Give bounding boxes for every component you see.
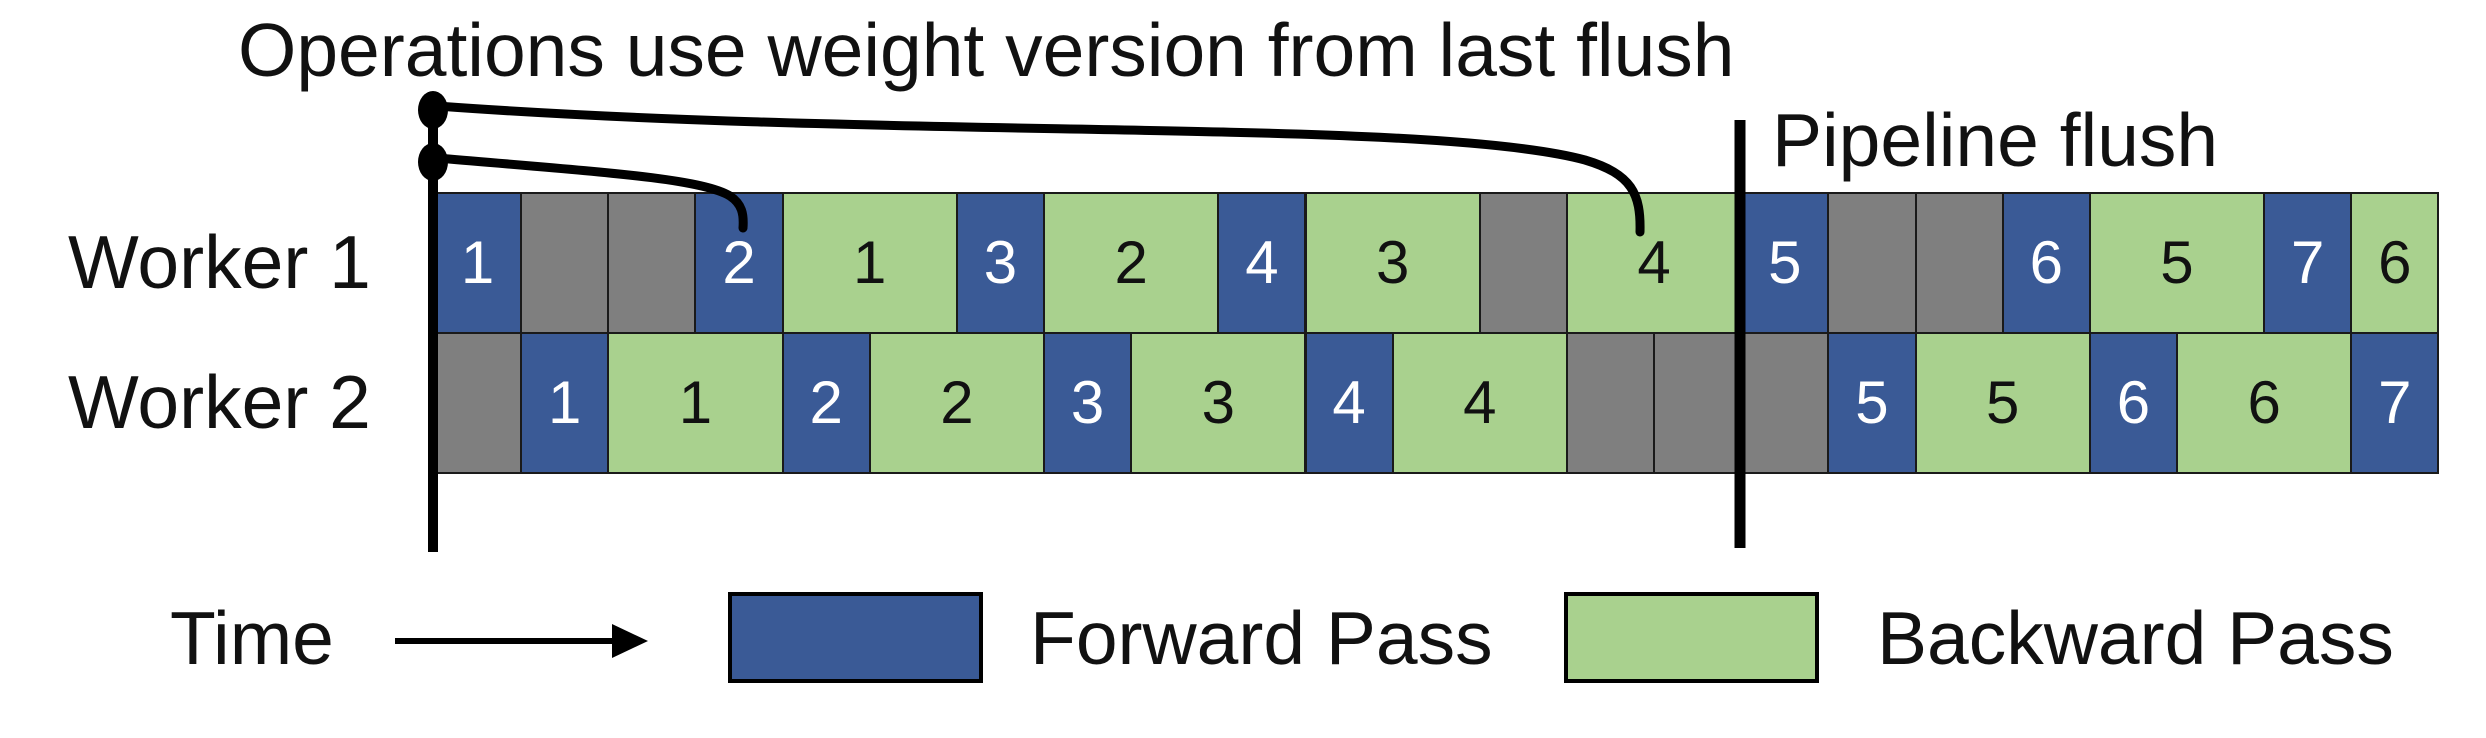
cell-forward-2-worker2: 2	[781, 332, 871, 474]
cell-backward-5-worker1: 5	[2088, 192, 2266, 334]
cell-idle-worker2	[1740, 332, 1830, 474]
time-arrow-head-icon	[612, 624, 648, 658]
cell-forward-2-worker1: 2	[694, 192, 784, 334]
cell-backward-1-worker1: 1	[781, 192, 958, 334]
cell-forward-6-worker1: 6	[2001, 192, 2091, 334]
time-axis-label: Time	[170, 595, 334, 680]
cell-backward-1-worker2: 1	[607, 332, 784, 474]
annotation-dot-1	[418, 91, 448, 129]
cell-forward-4-worker1: 4	[1217, 192, 1307, 334]
annotation-dot-2	[418, 143, 448, 181]
cell-backward-2-worker1: 2	[1043, 192, 1220, 334]
cell-backward-4-worker1: 4	[1565, 192, 1743, 334]
cell-forward-4-worker2: 4	[1304, 332, 1394, 474]
cell-forward-7-worker2: 7	[2350, 332, 2440, 474]
cell-idle-worker1	[1914, 192, 2004, 334]
backward-pass-label: Backward Pass	[1877, 595, 2394, 680]
cell-idle-worker1	[607, 192, 697, 334]
cell-backward-5-worker2: 5	[1914, 332, 2091, 474]
worker-label-2: Worker 2	[68, 360, 371, 444]
cell-idle-worker2	[433, 332, 523, 474]
cell-forward-1-worker1: 1	[433, 192, 523, 334]
forward-pass-swatch	[728, 592, 983, 683]
cell-forward-5-worker2: 5	[1827, 332, 1917, 474]
pipeline-flush-label: Pipeline flush	[1772, 98, 2219, 182]
cell-backward-6-worker2: 6	[2176, 332, 2353, 474]
cell-idle-worker1	[1478, 192, 1568, 334]
cell-idle-worker1	[520, 192, 610, 334]
cell-forward-3-worker2: 3	[1043, 332, 1133, 474]
cell-backward-6-worker1: 6	[2350, 192, 2440, 334]
backward-pass-swatch	[1564, 592, 1819, 683]
cell-backward-4-worker2: 4	[1391, 332, 1568, 474]
cell-forward-7-worker1: 7	[2263, 192, 2353, 334]
cell-forward-1-worker2: 1	[520, 332, 610, 474]
cell-forward-6-worker2: 6	[2088, 332, 2178, 474]
cell-idle-worker2	[1653, 332, 1743, 474]
cell-idle-worker2	[1565, 332, 1656, 474]
cell-idle-worker1	[1827, 192, 1917, 334]
cell-backward-3-worker2: 3	[1130, 332, 1307, 474]
worker-label-1: Worker 1	[68, 220, 371, 304]
forward-pass-label: Forward Pass	[1030, 595, 1493, 680]
cell-forward-3-worker1: 3	[955, 192, 1046, 334]
cell-backward-3-worker1: 3	[1304, 192, 1481, 334]
diagram-title: Operations use weight version from last …	[238, 8, 1735, 92]
cell-backward-2-worker2: 2	[868, 332, 1046, 474]
cell-forward-5-worker1: 5	[1740, 192, 1830, 334]
